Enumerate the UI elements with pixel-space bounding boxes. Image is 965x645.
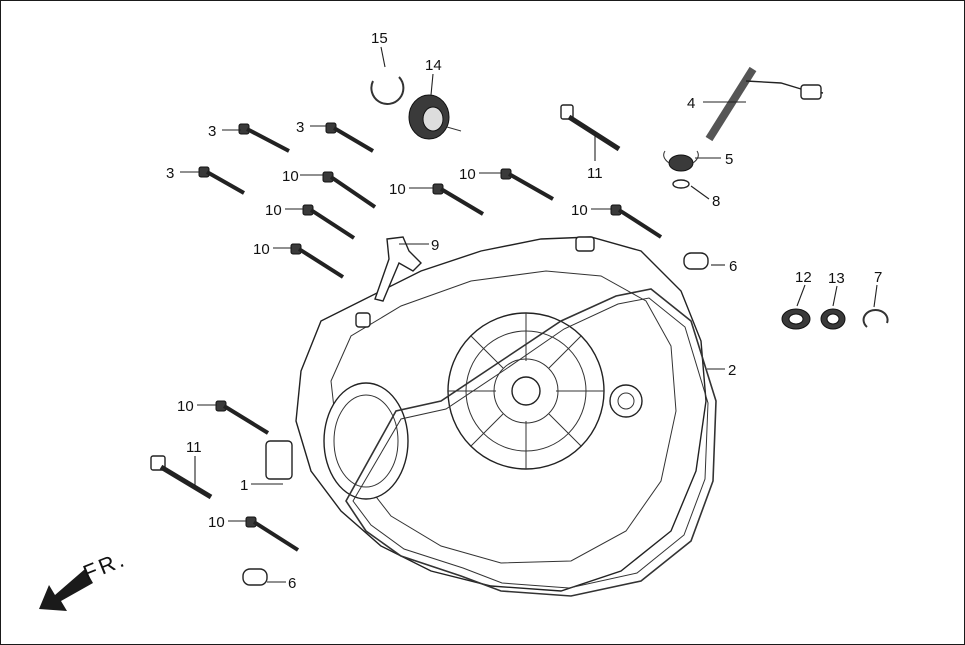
callout-11: 11 — [587, 165, 603, 182]
callout-10: 10 — [459, 166, 476, 183]
front-direction-label: FR. — [80, 546, 131, 586]
bearing-circlip — [370, 76, 405, 105]
callout-1: 1 — [240, 477, 248, 494]
callout-10: 10 — [253, 241, 270, 258]
callout-5: 5 — [725, 151, 733, 168]
callout-10: 10 — [177, 398, 194, 415]
callout-4: 4 — [687, 95, 695, 112]
callout-labels: 1 2 3 3 3 4 5 6 6 7 8 9 10 10 10 10 10 1… — [166, 30, 882, 592]
callout-3: 3 — [296, 119, 304, 136]
oil-seals — [781, 308, 846, 330]
callout-2: 2 — [728, 362, 736, 379]
cover-gasket — [345, 288, 717, 597]
front-direction-indicator: FR. — [39, 546, 130, 611]
callout-12: 12 — [795, 269, 812, 286]
bearing — [408, 94, 462, 140]
return-spring — [663, 150, 699, 172]
callout-6: 6 — [729, 258, 737, 275]
long-bolts — [150, 104, 621, 500]
callout-10: 10 — [389, 181, 406, 198]
dowel-pins — [242, 252, 709, 586]
callout-14: 14 — [425, 57, 442, 74]
bolt-set — [198, 122, 663, 552]
circlip — [862, 308, 889, 328]
callout-13: 13 — [828, 270, 845, 287]
washer — [672, 179, 690, 189]
callout-10: 10 — [282, 168, 299, 185]
callout-10: 10 — [265, 202, 282, 219]
crankcase-cover — [265, 236, 707, 592]
callout-3: 3 — [208, 123, 216, 140]
callout-7: 7 — [874, 269, 882, 286]
callout-11: 11 — [186, 439, 202, 456]
callout-9: 9 — [431, 237, 439, 254]
callout-6: 6 — [288, 575, 296, 592]
callout-15: 15 — [371, 30, 388, 47]
front-arrow-icon — [39, 569, 93, 611]
callout-10: 10 — [571, 202, 588, 219]
shift-shaft — [705, 66, 824, 142]
callout-10: 10 — [208, 514, 225, 531]
callout-8: 8 — [712, 193, 720, 210]
callout-3: 3 — [166, 165, 174, 182]
leader-lines — [180, 46, 878, 583]
